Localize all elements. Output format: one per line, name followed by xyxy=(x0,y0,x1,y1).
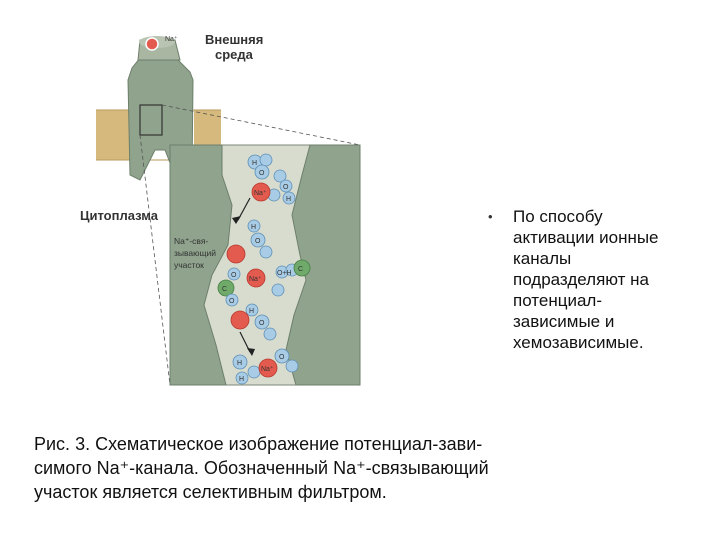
sodium-ion-top xyxy=(145,37,159,51)
svg-text:Na⁺: Na⁺ xyxy=(249,275,262,283)
site-label-line1: Na⁺-свя- xyxy=(174,236,208,246)
figure-caption: Рис. 3. Схематическое изображение потенц… xyxy=(34,432,494,504)
na-top-label: Na⁺ xyxy=(165,35,178,43)
svg-text:H: H xyxy=(239,376,244,383)
caption-line-2: симого Na⁺-канала. Обозначенный Na⁺-связ… xyxy=(34,458,489,478)
svg-text:O+H: O+H xyxy=(277,270,292,277)
bullet-text: По способу активации ионные каналы подра… xyxy=(513,207,659,352)
svg-text:Na⁺: Na⁺ xyxy=(261,365,274,373)
water-cluster-top: H O O H xyxy=(247,153,296,205)
svg-text:O: O xyxy=(229,298,235,305)
svg-text:Na⁺: Na⁺ xyxy=(254,189,267,197)
site-label-line2: зывающий xyxy=(174,248,216,258)
svg-text:O: O xyxy=(279,354,285,361)
water-cluster-mid: H O O+H xyxy=(247,219,299,297)
carbonyl-groups: C O O C xyxy=(217,259,311,307)
water-cluster-low: H O O H H xyxy=(232,303,299,385)
svg-text:O: O xyxy=(283,184,289,191)
svg-text:H: H xyxy=(249,308,254,315)
caption-line-3: участок является селективным фильтром. xyxy=(34,482,387,502)
svg-text:H: H xyxy=(251,224,256,231)
bullet-list-item: • По способу активации ионные каналы под… xyxy=(488,206,703,353)
bullet-marker: • xyxy=(488,209,493,224)
svg-text:O: O xyxy=(259,320,265,327)
svg-text:O: O xyxy=(255,238,261,245)
svg-text:O: O xyxy=(259,170,265,177)
svg-text:C: C xyxy=(298,266,303,273)
svg-text:C: C xyxy=(222,286,227,293)
pore-wall-left xyxy=(169,144,233,386)
svg-text:H: H xyxy=(286,196,291,203)
outer-label-line2: среда xyxy=(215,47,254,62)
sodium-ions: Na⁺ Na⁺ Na⁺ xyxy=(226,182,278,378)
outer-label-line1: Внешняя xyxy=(205,32,263,47)
caption-line-1: Рис. 3. Схематическое изображение потенц… xyxy=(34,434,483,454)
svg-text:H: H xyxy=(237,360,242,367)
site-label-line3: участок xyxy=(174,260,204,270)
svg-text:H: H xyxy=(252,160,257,167)
svg-text:O: O xyxy=(231,272,237,279)
zoom-box xyxy=(139,104,163,136)
pore-wall-right xyxy=(285,144,361,386)
cytoplasm-label: Цитоплазма xyxy=(80,208,159,223)
